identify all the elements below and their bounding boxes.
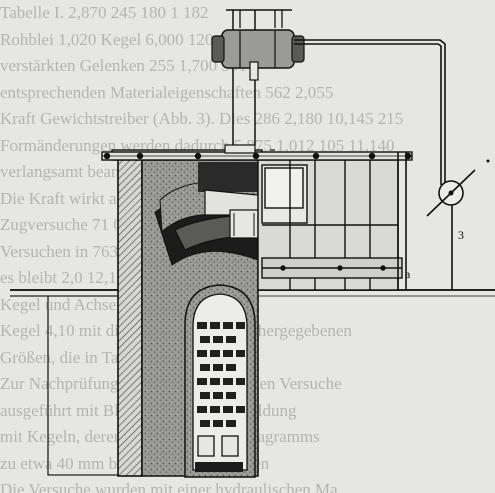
gauge-pipe — [294, 39, 446, 185]
label-lead-body: 3 — [458, 228, 464, 242]
arched-firebox — [184, 284, 256, 478]
bg-line: Tabelle I. 2,870 245 180 1 182 — [0, 3, 209, 22]
bg-line: es bleibt 2,0 12,12 — [0, 268, 126, 287]
bg-line: verstärkten Gelenken 255 1,700 301 — [0, 56, 247, 75]
load-cylinder — [211, 9, 305, 145]
label-side-mark: a — [405, 267, 411, 281]
bg-line: Die Versuche wurden mit einer hydraulisc… — [0, 480, 338, 493]
lead-cone-specimen — [174, 189, 259, 251]
brick-grid — [197, 322, 245, 427]
bg-line: Kraft Gewichtstreiber (Abb. 3). Dies 286… — [0, 109, 404, 128]
support-posts — [397, 152, 453, 290]
right-frame — [257, 159, 403, 291]
top-beam — [101, 144, 413, 161]
dial-gauge — [426, 159, 490, 217]
bg-line: Rohblei 1,020 Kegel 6,000 120 114 — [0, 29, 243, 49]
bg-line: Formänderungen werden dadurch 5,875 1,01… — [0, 135, 395, 155]
bg-line: entsprechenden Materialeigenschaften 562… — [0, 82, 334, 102]
